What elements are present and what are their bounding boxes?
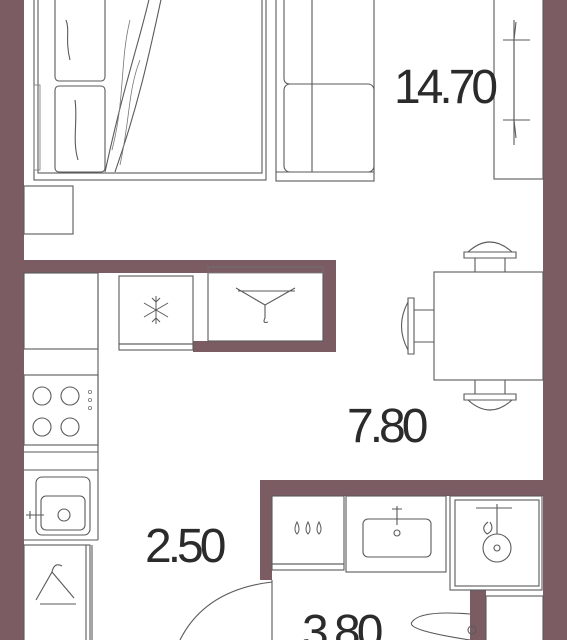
hall-wardrobe (23, 544, 93, 640)
wall-right (543, 0, 567, 640)
bathroom-area-label: 3.80 (302, 606, 382, 640)
toilet (410, 595, 544, 640)
chair-left (400, 297, 434, 355)
wall-bathroom-left (260, 480, 272, 580)
area-labels: 14.70 7.80 2.50 3.80 (145, 61, 500, 640)
bathroom-sink (345, 495, 447, 573)
kitchen-area-label: 7.80 (347, 400, 427, 453)
wall-closet-bottom (193, 341, 336, 352)
snowflake-icon (143, 296, 169, 324)
closet (207, 266, 324, 342)
tv-unit (493, 0, 544, 180)
bathroom-door (179, 580, 273, 640)
fridge (118, 275, 194, 351)
water-drops-icon (294, 520, 322, 535)
bed (33, 0, 267, 181)
washing-machine (271, 495, 345, 571)
hanger-icon (35, 564, 76, 605)
shower (449, 495, 543, 591)
wall-bathroom-top (260, 480, 543, 496)
wall-bathroom-mid-right (470, 590, 486, 640)
room-area-label: 14.70 (394, 61, 496, 114)
dining-table (400, 241, 544, 411)
chair-top (463, 241, 517, 272)
hanger-icon (235, 287, 296, 324)
wall-left (0, 0, 24, 640)
sofa (275, 0, 375, 182)
wall-closet-right (323, 260, 336, 352)
hall-area-label: 2.50 (145, 520, 225, 573)
nightstand (23, 185, 74, 235)
kitchen-sink (26, 476, 91, 536)
wall-room-kitchen-partition (24, 260, 336, 273)
stove (23, 374, 99, 446)
chair-bottom (463, 380, 517, 411)
kitchen-counter (23, 272, 99, 541)
